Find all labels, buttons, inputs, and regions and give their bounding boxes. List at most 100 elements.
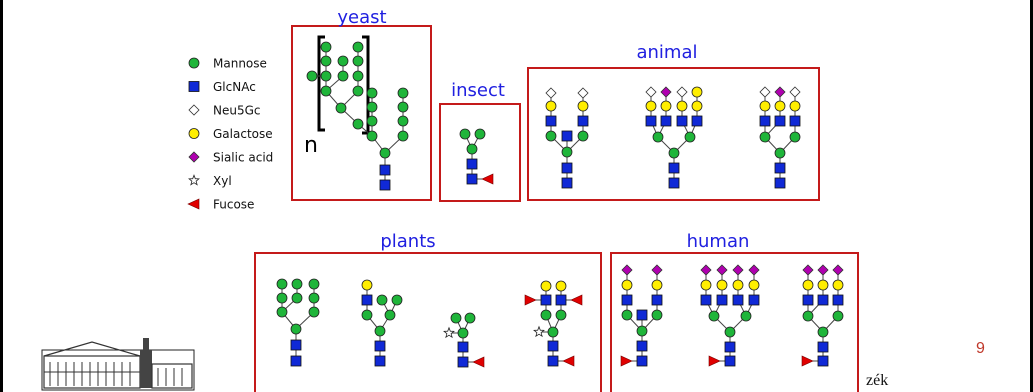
- glcnac-icon: [732, 294, 744, 306]
- mannose-icon: [374, 325, 386, 337]
- legend-label: Neu5Gc: [213, 104, 261, 118]
- fucose-icon: [708, 355, 721, 367]
- mannose-icon: [547, 326, 559, 338]
- slide-left-border: [0, 0, 3, 392]
- mannose-icon: [708, 310, 720, 322]
- galactose-icon: [802, 279, 814, 291]
- mannose-icon: [740, 310, 752, 322]
- sialic-acid-icon: [774, 86, 786, 98]
- glcnac-icon: [545, 115, 557, 127]
- galactose-icon: [651, 279, 663, 291]
- mannose-icon: [464, 312, 476, 324]
- insect-title: insect: [451, 80, 505, 101]
- mannose-icon: [397, 115, 409, 127]
- plants-title: plants: [380, 231, 435, 252]
- mannose-icon: [391, 294, 403, 306]
- mannose-icon: [457, 327, 469, 339]
- sialic-acid-icon: [660, 86, 672, 98]
- galactose-icon: [540, 280, 552, 292]
- glcnac-icon: [561, 177, 573, 189]
- mannose-icon: [832, 310, 844, 322]
- legend-label: Galactose: [213, 127, 273, 141]
- galactose-icon: [660, 100, 672, 112]
- mannose-icon: [337, 55, 349, 67]
- galactose-icon: [555, 280, 567, 292]
- sialic-acid-icon: [802, 264, 814, 276]
- glcnac-icon: [636, 309, 648, 321]
- yeast-repeat-label: n: [304, 133, 318, 158]
- mannose-icon: [352, 118, 364, 130]
- mannose-icon: [320, 55, 332, 67]
- glcnac-icon: [188, 81, 200, 92]
- mannose-icon: [352, 41, 364, 53]
- xyl-icon: [443, 326, 455, 339]
- fucose-icon: [570, 294, 583, 306]
- mannose-icon: [466, 143, 478, 155]
- mannose-icon: [684, 131, 696, 143]
- mannose-icon: [366, 115, 378, 127]
- animal-title: animal: [636, 42, 697, 63]
- mannose-icon: [320, 85, 332, 97]
- glcnac-icon: [290, 339, 302, 351]
- mannose-icon: [379, 147, 391, 159]
- mannose-icon: [450, 312, 462, 324]
- mannose-icon: [376, 294, 388, 306]
- mannose-icon: [789, 131, 801, 143]
- glcnac-icon: [759, 115, 771, 127]
- glcnac-icon: [561, 162, 573, 174]
- sialic-acid-icon: [732, 264, 744, 276]
- yeast-repeat-bracket-right: [362, 35, 370, 135]
- fucose-icon: [472, 356, 485, 368]
- galactose-icon: [748, 279, 760, 291]
- mannose-icon: [651, 309, 663, 321]
- sialic-acid-icon: [716, 264, 728, 276]
- glcnac-icon: [577, 115, 589, 127]
- galactose-icon: [774, 100, 786, 112]
- mannose-icon: [361, 309, 373, 321]
- mannose-icon: [366, 87, 378, 99]
- university-logo: [41, 338, 195, 391]
- glcnac-icon: [668, 177, 680, 189]
- glcnac-icon: [374, 355, 386, 367]
- mannose-icon: [320, 41, 332, 53]
- galactose-icon: [700, 279, 712, 291]
- glcnac-icon: [374, 340, 386, 352]
- glcnac-icon: [660, 115, 672, 127]
- glcnac-icon: [724, 355, 736, 367]
- yeast-repeat-bracket-left: [317, 35, 325, 132]
- glcnac-icon: [789, 115, 801, 127]
- glcnac-icon: [547, 340, 559, 352]
- glcnac-icon: [636, 355, 648, 367]
- glcnac-icon: [774, 177, 786, 189]
- animal-box: [527, 67, 820, 201]
- glcnac-icon: [547, 355, 559, 367]
- galactose-icon: [789, 100, 801, 112]
- sialic-acid-icon: [651, 264, 663, 276]
- fucose-icon: [187, 198, 200, 210]
- legend-label: Sialic acid: [213, 151, 273, 165]
- mannose-icon: [545, 130, 557, 142]
- mannose-icon: [335, 102, 347, 114]
- legend-label: GlcNAc: [213, 80, 256, 94]
- legend-label: Xyl: [213, 174, 232, 188]
- glcnac-icon: [561, 130, 573, 142]
- fucose-icon: [524, 294, 537, 306]
- mannose-icon: [802, 310, 814, 322]
- fucose-icon: [481, 173, 494, 185]
- glcnac-icon: [379, 179, 391, 191]
- mannose-icon: [276, 278, 288, 290]
- human-box: [610, 252, 859, 392]
- galactose-icon: [188, 128, 200, 139]
- neu5gc-icon: [545, 87, 557, 99]
- legend-item: Sialic acid: [188, 151, 273, 165]
- mannose-icon: [652, 131, 664, 143]
- glcnac-icon: [379, 164, 391, 176]
- mannose-icon: [636, 325, 648, 337]
- mannose-icon: [817, 326, 829, 338]
- legend-item: Xyl: [188, 174, 232, 188]
- insect-box: [439, 103, 521, 202]
- glcnac-icon: [651, 294, 663, 306]
- galactose-icon: [676, 100, 688, 112]
- sialic-acid-icon: [188, 151, 200, 163]
- neu5gc-icon: [759, 86, 771, 98]
